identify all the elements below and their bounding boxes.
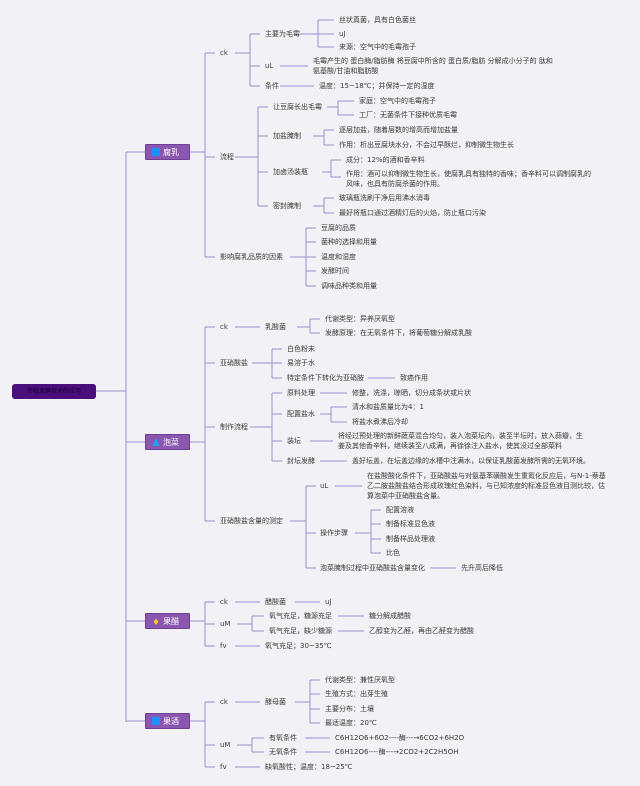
topic-label: 泡菜	[163, 438, 179, 447]
topic-label: 果醋	[163, 617, 180, 626]
node-label[interactable]: 密封腌制	[273, 202, 301, 210]
node-label[interactable]: fv	[220, 763, 227, 771]
topic-label: 果酒	[163, 717, 179, 726]
node-label[interactable]: 比色	[386, 549, 400, 557]
node-label[interactable]: 加卤汤装瓶	[273, 168, 308, 176]
node-label[interactable]: 主要分布：土壤	[325, 705, 374, 713]
node-label[interactable]: 封坛发酵	[287, 457, 315, 465]
node-label[interactable]: 毛霉产生的 蛋白酶/脂肪酶 将豆腐中所含的 蛋白质/脂肪 分解成小分子的 肽和氨…	[313, 57, 553, 75]
node-label[interactable]: 制备标准显色液	[386, 520, 435, 528]
node-label[interactable]: 糖分解成醋酸	[369, 612, 411, 620]
node-label[interactable]: uM	[220, 620, 231, 628]
node-label[interactable]: 影响腐乳品质的因素	[220, 253, 283, 261]
node-label[interactable]: 代谢类型：异养厌氧型	[325, 315, 395, 323]
node-label[interactable]: 主要为毛霉	[265, 30, 300, 38]
topic-furu[interactable]: 腐乳	[145, 144, 190, 160]
node-label[interactable]: 成分：12%的酒和香辛料	[346, 156, 425, 164]
node-label[interactable]: 将经过预处理的新鲜蔬菜混合均匀，装入泡菜坛内，装至半坛时，放入蒜瓣，生姜及其他香…	[338, 432, 583, 450]
node-label[interactable]: 豆腐的品质	[321, 224, 356, 232]
node-label[interactable]: ck	[220, 323, 228, 331]
node-label[interactable]: 醋酸菌	[265, 598, 286, 606]
node-label[interactable]: 配置溶液	[386, 506, 414, 514]
topic-guojiu[interactable]: 果酒	[145, 713, 190, 729]
node-label[interactable]: 温度和湿度	[321, 253, 356, 261]
node-label[interactable]: 调味品种类和用量	[321, 282, 377, 290]
blue-square-icon	[152, 717, 160, 725]
node-label[interactable]: 来源：空气中的毛霉孢子	[339, 43, 416, 51]
node-label[interactable]: 氧气充足，缺少糖源	[269, 627, 332, 635]
gem-icon: ♦	[152, 618, 161, 628]
node-label[interactable]: C6H12O6+6O2----酶---→6CO2+6H2O	[335, 734, 465, 742]
node-label[interactable]: 清水和盐质量比为4：1	[352, 403, 424, 411]
node-label[interactable]: 致癌作用	[400, 374, 428, 382]
node-label[interactable]: 作用：酒可以抑制微生物生长，使腐乳具有独特的香味；香辛料可以调制腐乳的风味，也具…	[346, 170, 591, 188]
node-label[interactable]: 亚硝酸盐	[220, 359, 248, 367]
node-label[interactable]: 发酵原理：在无氧条件下，将葡萄糖分解成乳酸	[325, 329, 472, 337]
node-label[interactable]: 氧气充足；30~35℃	[265, 642, 332, 650]
topic-label: 腐乳	[163, 148, 179, 157]
node-label[interactable]: 逐层加盐，随着层数的增高而增加盐量	[339, 126, 458, 134]
node-label[interactable]: 原料处理	[287, 389, 315, 397]
topic-paocai[interactable]: 泡菜	[145, 434, 190, 450]
node-label[interactable]: 最适温度：20℃	[325, 719, 377, 727]
node-label[interactable]: 酵母菌	[265, 698, 286, 706]
node-label[interactable]: 流程	[220, 153, 234, 161]
node-label[interactable]: 盖好坛盖，在坛盖边缘的水槽中注满水，以保证乳酸菌发酵所需的无氧环境。	[352, 457, 590, 465]
node-label[interactable]: ck	[220, 598, 228, 606]
node-label[interactable]: 作用：析出豆腐块水分，不会过早酥烂，抑制微生物生长	[339, 141, 514, 149]
node-label[interactable]: 乙醇变为乙醛，再由乙醛变为醋酸	[369, 627, 474, 635]
node-label[interactable]: 玻璃瓶洗刷干净后用沸水消毒	[339, 194, 430, 202]
node-label[interactable]: 让豆腐长出毛霉	[273, 103, 322, 111]
node-label[interactable]: 易溶于水	[287, 359, 315, 367]
node-label[interactable]: uL	[320, 482, 329, 490]
node-label[interactable]: 制备样品处理液	[386, 535, 435, 543]
node-label[interactable]: 工厂：无菌条件下接种优质毛霉	[359, 111, 457, 119]
node-label[interactable]: 氧气充足，糖源充足	[269, 612, 332, 620]
node-label[interactable]: 将盐水煮沸后冷却	[352, 418, 408, 426]
node-label[interactable]: 无氧条件	[269, 748, 297, 756]
node-label[interactable]: 制作流程	[220, 423, 248, 431]
node-label[interactable]: C6H12O6----酶---→2CO2+2C2H5OH	[335, 748, 459, 756]
blue-square-icon	[152, 148, 160, 156]
node-label[interactable]: 白色粉末	[287, 345, 315, 353]
node-label[interactable]: uL	[265, 62, 274, 70]
node-label[interactable]: 装坛	[287, 437, 301, 445]
node-label[interactable]: uM	[220, 741, 231, 749]
node-label[interactable]: 最好将瓶口通过酒精灯后的火焰，防止瓶口污染	[339, 209, 486, 217]
house-icon	[152, 438, 160, 446]
node-label[interactable]: fv	[220, 642, 227, 650]
node-label[interactable]: 缺氧酸性；温度：18~25℃	[265, 763, 353, 771]
node-label[interactable]: ck	[220, 698, 228, 706]
node-label[interactable]: 特定条件下转化为亚硝胺	[287, 374, 364, 382]
node-label[interactable]: 先升高后降低	[461, 564, 503, 572]
node-label[interactable]: 代谢类型：兼性厌氧型	[325, 676, 395, 684]
node-label[interactable]: 生殖方式：出芽生殖	[325, 690, 388, 698]
node-label[interactable]: ck	[220, 49, 228, 57]
node-label[interactable]: 丝状真菌，具有白色菌丝	[339, 16, 416, 24]
node-label[interactable]: 条件	[265, 82, 279, 90]
node-label[interactable]: 在盐酸酸化条件下，亚硝酸盐与对氨基苯磺酸发生重氮化反应后，与N-1-萘基乙二胺盐…	[367, 472, 606, 500]
node-label[interactable]: 加盐腌制	[273, 132, 301, 140]
node-label[interactable]: 配置盐水	[287, 410, 315, 418]
node-label[interactable]: 发酵时间	[321, 267, 349, 275]
node-label[interactable]: 亚硝酸盐含量的测定	[220, 517, 283, 525]
node-label[interactable]: uJ	[339, 30, 346, 38]
node-label[interactable]: 家庭：空气中的毛霉孢子	[359, 97, 436, 105]
node-label[interactable]: uJ	[325, 598, 332, 606]
node-label[interactable]: 修整，洗涤，晾晒，切分成条状或片状	[352, 389, 471, 397]
node-label[interactable]: 菌种的选择和用量	[321, 238, 377, 246]
topic-guocu[interactable]: ♦果醋	[145, 613, 190, 629]
node-label[interactable]: 操作步骤	[320, 529, 348, 537]
root-node[interactable]: 传统发酵技术的应用	[12, 384, 96, 399]
node-label[interactable]: 泡菜腌制过程中亚硝酸盐含量变化	[320, 564, 425, 572]
node-label[interactable]: 温度：15~18℃；并保持一定的湿度	[319, 82, 435, 90]
node-label[interactable]: 乳酸菌	[265, 323, 286, 331]
node-label[interactable]: 有氧条件	[269, 734, 297, 742]
